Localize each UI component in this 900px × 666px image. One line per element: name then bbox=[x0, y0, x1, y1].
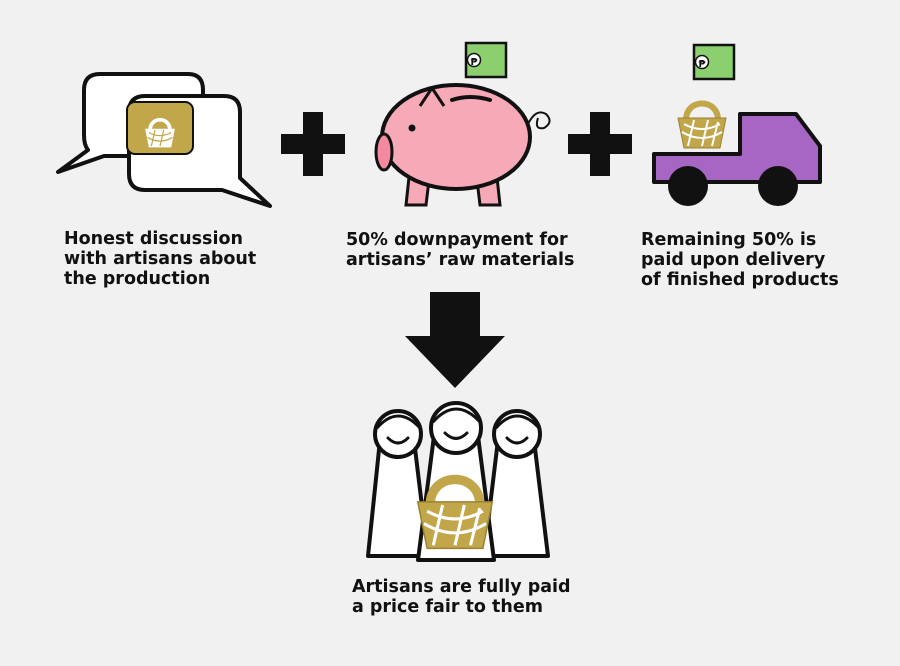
basket-icon bbox=[678, 104, 726, 149]
banknote-currency-symbol: ₱ bbox=[699, 59, 706, 70]
step-1-caption: Honest discussion with artisans about th… bbox=[64, 229, 256, 289]
plus-icon bbox=[568, 112, 632, 176]
caption-line: artisans’ raw materials bbox=[346, 250, 575, 270]
artisans-group-icon bbox=[366, 401, 550, 562]
speech-bubbles-icon bbox=[56, 72, 272, 208]
result-caption: Artisans are fully paid a price fair to … bbox=[352, 577, 571, 617]
delivery-truck-icon bbox=[652, 43, 822, 206]
caption-line: Artisans are fully paid bbox=[352, 577, 571, 597]
basket-icon bbox=[145, 117, 175, 148]
step-2-caption: 50% downpayment for artisans’ raw materi… bbox=[346, 230, 574, 270]
plus-icon bbox=[281, 112, 345, 176]
caption-line: of finished products bbox=[641, 270, 839, 290]
down-arrow-icon bbox=[405, 292, 505, 388]
piggy-bank-icon bbox=[374, 41, 551, 207]
caption-line: Honest discussion bbox=[64, 229, 243, 249]
caption-line: paid upon delivery bbox=[641, 250, 826, 270]
caption-line: 50% downpayment for bbox=[346, 230, 568, 250]
caption-line: with artisans about bbox=[64, 249, 257, 269]
step-3-caption: Remaining 50% is paid upon delivery of f… bbox=[641, 230, 839, 290]
caption-line: a price fair to them bbox=[352, 597, 543, 617]
caption-line: the production bbox=[64, 269, 211, 289]
caption-line: Remaining 50% is bbox=[641, 230, 817, 250]
banknote-currency-symbol: ₱ bbox=[471, 57, 478, 68]
